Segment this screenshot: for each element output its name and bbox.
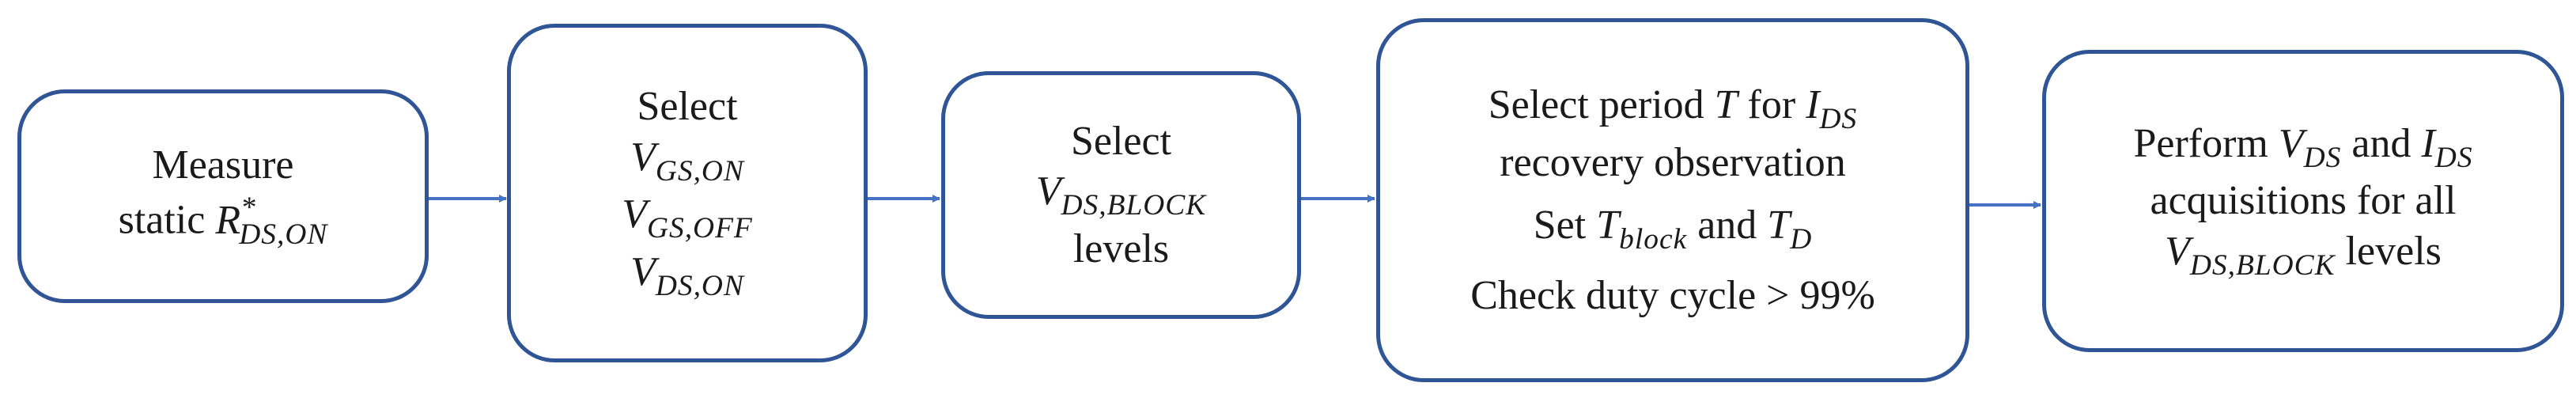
step-3-line-1: Select (1070, 118, 1172, 164)
v-gs-off-symbol: VGS,OFF (622, 191, 753, 245)
step-4-line-2: recovery observation (1500, 139, 1846, 185)
step-3-line-3: levels (1072, 226, 1170, 271)
i-ds-symbol-2: IDS (2421, 120, 2473, 174)
t-block-symbol: Tblock (1596, 203, 1688, 256)
step-select-block-box: Select VDS,BLOCK levels (941, 71, 1301, 319)
step-period-box: Select period T for IDS recovery observa… (1376, 18, 1969, 382)
step-acquisition-box: Perform VDS and IDS acquisitions for all… (2042, 50, 2564, 352)
step-1-line-1: Measure (152, 142, 294, 188)
r-ds-on-symbol: R*DS,ON (215, 191, 328, 251)
step-4-line-1: Select period T for IDS (1488, 81, 1858, 135)
t-d-symbol: TD (1767, 203, 1813, 256)
step-select-gate-box: Select VGS,ON VGS,OFF VDS,ON (507, 24, 868, 362)
step-5-line-3: VDS,BLOCK levels (2165, 228, 2442, 282)
step-measure-box: Measure static R*DS,ON (17, 89, 429, 303)
v-ds-block-symbol: VDS,BLOCK (1035, 169, 1207, 222)
v-ds-on-symbol: VDS,ON (630, 249, 744, 303)
step-5-line-2: acquisitions for all (2150, 178, 2457, 224)
step-2-line-1: Select (637, 84, 738, 130)
t-symbol: T (1714, 81, 1738, 127)
step-4-line-3: Set Tblock and TD (1533, 203, 1813, 256)
v-ds-block-symbol-2: VDS,BLOCK (2165, 228, 2336, 282)
i-ds-symbol: IDS (1806, 81, 1858, 135)
v-gs-on-symbol: VGS,ON (630, 134, 744, 188)
v-ds-symbol: VDS (2278, 120, 2342, 174)
step-1-line-2: static R*DS,ON (118, 191, 328, 251)
step-4-line-4: Check duty cycle > 99% (1470, 272, 1875, 318)
step-5-line-1: Perform VDS and IDS (2133, 120, 2473, 174)
